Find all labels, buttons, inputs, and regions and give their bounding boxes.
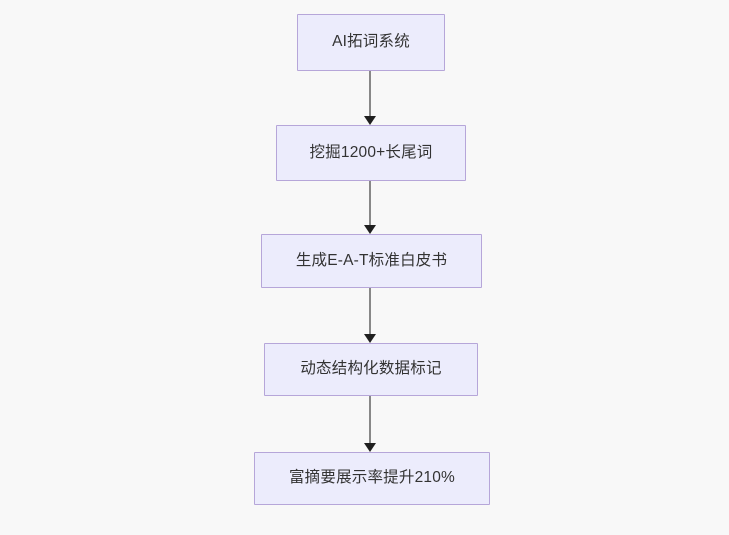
flow-node-n5[interactable]: 富摘要展示率提升210% <box>254 452 490 505</box>
flow-node-n1[interactable]: AI拓词系统 <box>297 14 445 71</box>
flow-node-label: 动态结构化数据标记 <box>300 360 442 378</box>
flow-node-label: 富摘要展示率提升210% <box>288 469 456 487</box>
flow-edge-n2-to-n3 <box>360 181 380 234</box>
flow-node-label: AI拓词系统 <box>332 33 410 51</box>
flow-node-n4[interactable]: 动态结构化数据标记 <box>264 343 478 396</box>
flow-edge-n3-to-n4 <box>360 288 380 343</box>
flow-node-n2[interactable]: 挖掘1200+长尾词 <box>276 125 466 181</box>
edge-arrowhead-icon <box>364 116 376 125</box>
flow-edge-n1-to-n2 <box>360 71 380 125</box>
flow-node-label: 挖掘1200+长尾词 <box>309 143 433 161</box>
flow-edge-n4-to-n5 <box>360 396 380 452</box>
flow-node-label: 生成E-A-T标准白皮书 <box>295 251 448 269</box>
flow-node-n3[interactable]: 生成E-A-T标准白皮书 <box>261 234 482 288</box>
edge-arrowhead-icon <box>364 334 376 343</box>
edge-arrowhead-icon <box>364 443 376 452</box>
edge-arrowhead-icon <box>364 225 376 234</box>
